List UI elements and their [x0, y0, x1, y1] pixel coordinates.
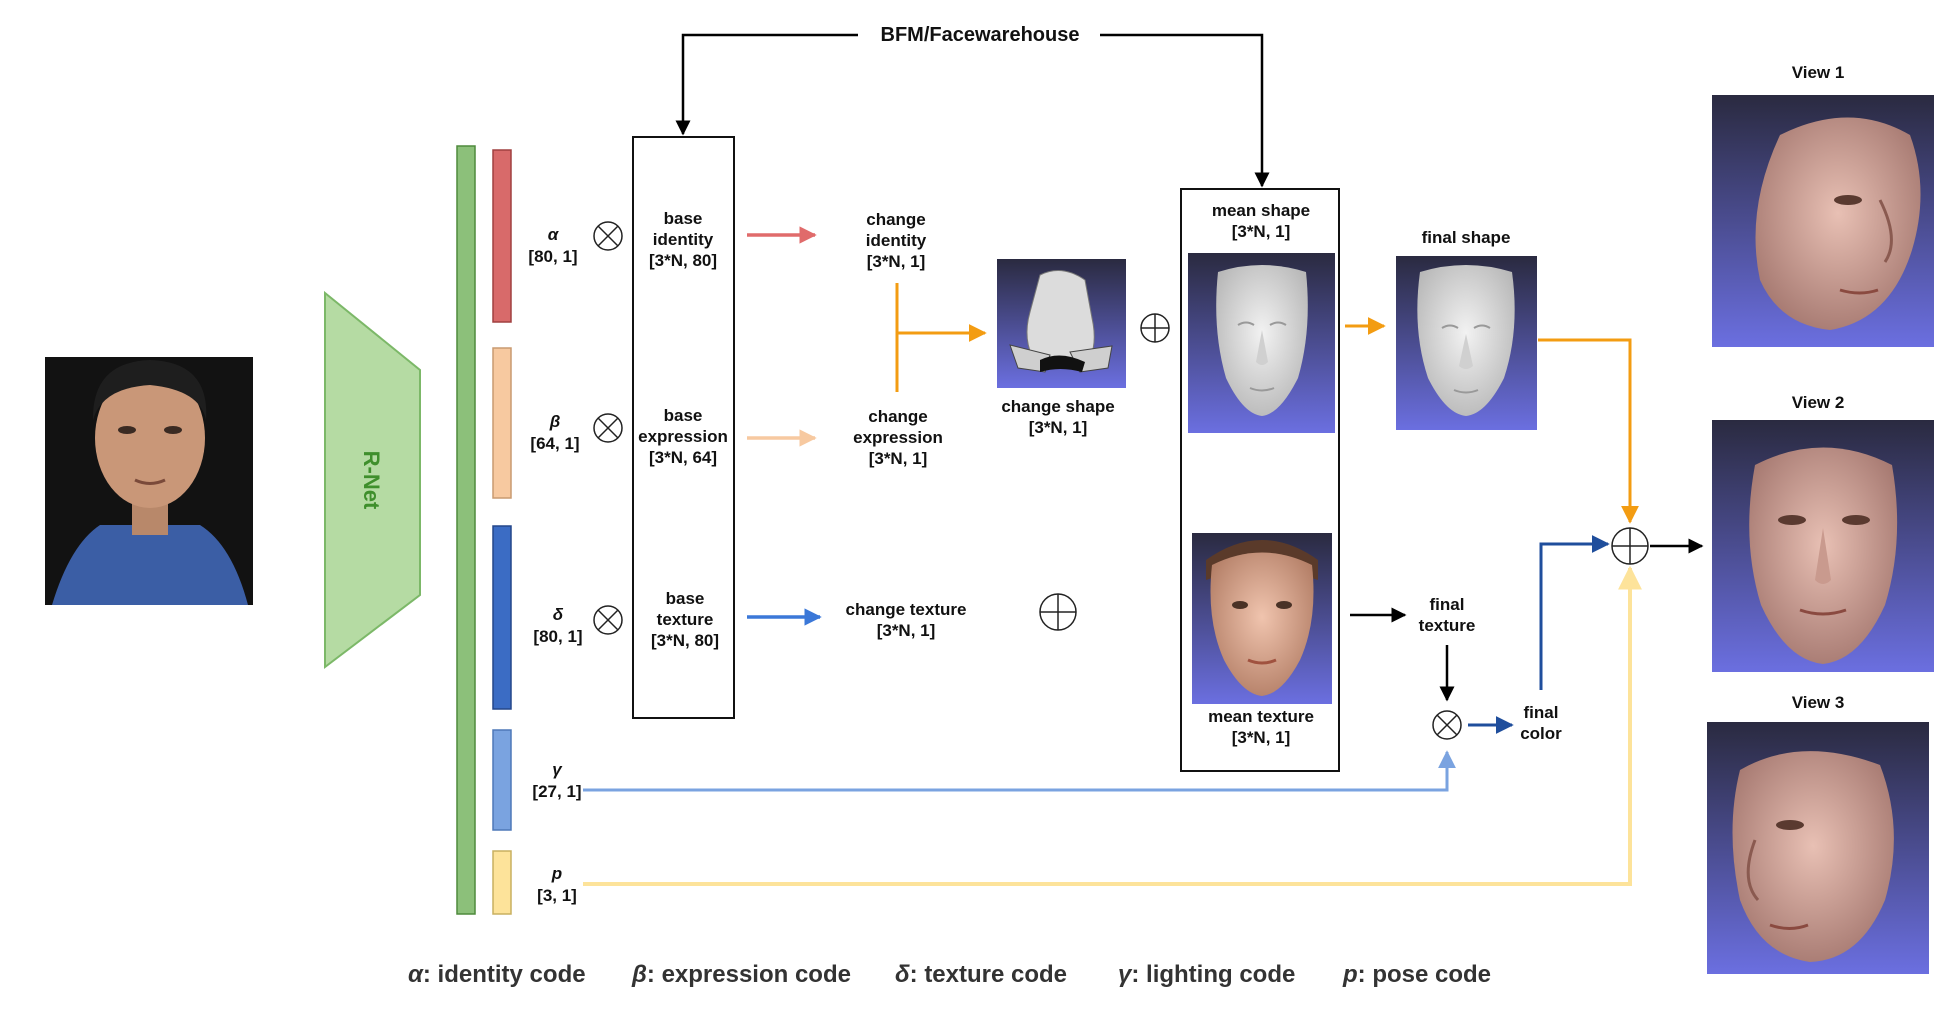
- multiply-icon: [1432, 710, 1462, 740]
- view-3-image: [1707, 722, 1929, 974]
- beta-label: β [64, 1]: [530, 412, 579, 453]
- color-to-render-line: [1539, 535, 1610, 690]
- input-photo: [45, 357, 253, 605]
- svg-text:[80, 1]: [80, 1]: [528, 247, 577, 266]
- view-3-label: View 3: [1792, 693, 1845, 712]
- add-icon: [1039, 593, 1077, 631]
- svg-text:[27, 1]: [27, 1]: [532, 782, 581, 801]
- svg-text:color: color: [1520, 724, 1562, 743]
- svg-text:identity: identity: [653, 230, 714, 249]
- svg-text:[80, 1]: [80, 1]: [533, 627, 582, 646]
- base-identity-label: base identity [3*N, 80]: [649, 209, 717, 270]
- gamma-label: γ [27, 1]: [532, 760, 581, 801]
- svg-text:[3*N, 1]: [3*N, 1]: [869, 449, 928, 468]
- mean-shape-image: [1188, 253, 1335, 433]
- pose-label: p [3, 1]: [537, 864, 577, 905]
- legend-texture: δ: texture code: [895, 961, 1067, 988]
- base-texture-label: base texture [3*N, 80]: [651, 589, 719, 650]
- delta-bar: [492, 525, 512, 710]
- lighting-line: [583, 750, 1456, 792]
- final-color-label: final color: [1520, 703, 1562, 743]
- svg-text:expression: expression: [853, 428, 943, 447]
- pose-line: [583, 565, 1642, 886]
- pose-bar: [492, 850, 512, 915]
- change-shape-label: change shape [3*N, 1]: [1001, 397, 1114, 437]
- legend-identity: α: identity code: [408, 961, 586, 988]
- change-expression-label: change expression [3*N, 1]: [853, 407, 943, 468]
- bfm-arrow-left: [675, 33, 858, 136]
- change-texture-label: change texture [3*N, 1]: [846, 600, 967, 640]
- svg-text:δ: δ: [553, 605, 564, 624]
- svg-text:[3*N, 64]: [3*N, 64]: [649, 448, 717, 467]
- bfm-arrow-right: [1100, 33, 1270, 188]
- svg-text:texture: texture: [657, 610, 714, 629]
- base-box: [632, 136, 735, 719]
- shape-to-render-line: [1538, 338, 1639, 524]
- svg-text:base: base: [664, 406, 703, 425]
- r-net-block: R-Net: [324, 290, 421, 670]
- svg-text:[3*N, 80]: [3*N, 80]: [651, 631, 719, 650]
- svg-text:[3*N, 1]: [3*N, 1]: [867, 252, 926, 271]
- svg-text:[3*N, 80]: [3*N, 80]: [649, 251, 717, 270]
- alpha-label: α [80, 1]: [528, 225, 577, 266]
- svg-text:mean texture: mean texture: [1208, 707, 1314, 726]
- multiply-icon: [593, 605, 623, 635]
- gamma-bar: [492, 729, 512, 831]
- svg-text:[3*N, 1]: [3*N, 1]: [1232, 728, 1291, 747]
- r-net-label: R-Net: [359, 451, 384, 510]
- svg-text:[3, 1]: [3, 1]: [537, 886, 577, 905]
- shape-merge-line: [895, 283, 982, 392]
- view-1-label: View 1: [1792, 63, 1845, 82]
- add-icon: [1140, 313, 1170, 343]
- view-2-label: View 2: [1792, 393, 1845, 412]
- svg-text:mean shape: mean shape: [1212, 201, 1310, 220]
- svg-text:change: change: [866, 210, 926, 229]
- final-texture-label: final texture: [1419, 595, 1476, 635]
- delta-label: δ [80, 1]: [533, 605, 582, 646]
- legend: α: identity code β: expression code δ: t…: [408, 961, 1491, 988]
- svg-text:final: final: [1430, 595, 1465, 614]
- final-shape-label: final shape: [1422, 228, 1511, 247]
- alpha-bar: [492, 149, 512, 323]
- mean-texture-label: mean texture [3*N, 1]: [1208, 707, 1314, 747]
- svg-text:[3*N, 1]: [3*N, 1]: [1029, 418, 1088, 437]
- svg-text:expression: expression: [638, 427, 728, 446]
- final-shape-image: [1396, 256, 1537, 430]
- svg-text:[3*N, 1]: [3*N, 1]: [877, 621, 936, 640]
- base-expression-label: base expression [3*N, 64]: [638, 406, 728, 467]
- svg-text:final: final: [1524, 703, 1559, 722]
- svg-text:change shape: change shape: [1001, 397, 1114, 416]
- change-shape-image: [997, 259, 1126, 388]
- multiply-icon: [593, 413, 623, 443]
- legend-pose: p: pose code: [1342, 961, 1491, 988]
- view-2-image: [1712, 420, 1934, 672]
- add-icon: [1611, 527, 1649, 565]
- svg-text:γ: γ: [552, 760, 563, 779]
- svg-text:[64, 1]: [64, 1]: [530, 434, 579, 453]
- mean-box: [1180, 188, 1340, 772]
- change-identity-label: change identity [3*N, 1]: [866, 210, 927, 271]
- latent-code-bar: [456, 145, 476, 915]
- svg-text:change texture: change texture: [846, 600, 967, 619]
- svg-text:base: base: [666, 589, 705, 608]
- multiply-icon: [593, 221, 623, 251]
- svg-text:[3*N, 1]: [3*N, 1]: [1232, 222, 1291, 241]
- svg-text:texture: texture: [1419, 616, 1476, 635]
- mean-shape-label: mean shape [3*N, 1]: [1212, 201, 1310, 241]
- svg-text:change: change: [868, 407, 928, 426]
- mean-texture-image: [1192, 533, 1332, 704]
- svg-text:base: base: [664, 209, 703, 228]
- svg-text:α: α: [548, 225, 560, 244]
- view-1-image: [1712, 95, 1934, 347]
- legend-expression: β: expression code: [631, 961, 851, 988]
- svg-text:p: p: [551, 864, 562, 883]
- legend-lighting: γ: lighting code: [1118, 961, 1295, 988]
- beta-bar: [492, 347, 512, 499]
- bfm-title: BFM/Facewarehouse: [881, 24, 1080, 46]
- svg-text:β: β: [549, 412, 561, 431]
- svg-text:identity: identity: [866, 231, 927, 250]
